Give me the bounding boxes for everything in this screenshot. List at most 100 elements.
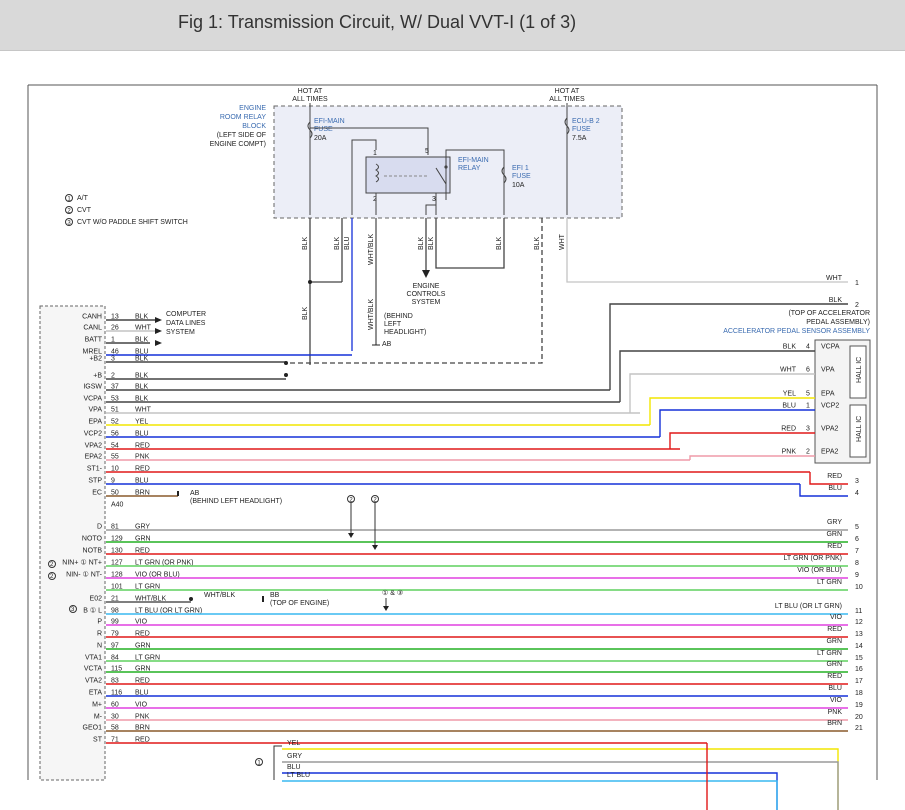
right-wire-label: GRY [827,519,842,526]
hot-left-1: HOT AT [298,88,323,95]
ecm-wire-label: RED [135,443,150,450]
right-wire-number: 12 [855,619,863,626]
vlabel-blk-310: BLK [302,236,309,250]
efi1-fuse-label-1: EFI 1 [512,165,529,172]
ecm-wire-label: WHT [135,407,152,414]
right-wire-number: 17 [855,678,863,685]
ground-bb-note: (TOP OF ENGINE) [270,600,329,607]
right-wire-label: GRN [826,638,842,645]
efi1-fuse-label-2: FUSE [512,173,531,180]
ecm-pin-name: VTA1 [85,655,102,662]
vlabel-blk-542: BLK [534,236,541,250]
headlight-note-2: LEFT [384,321,402,328]
legend-item-1: A/T [77,195,89,202]
node-b2 [284,361,288,365]
ecm-pin-name: M+ [92,702,102,709]
marker-2b-num: 2 [373,498,377,504]
ground-ab2-note: (BEHIND LEFT HEADLIGHT) [190,498,282,505]
pre-mark-b: 3 [71,607,75,613]
ecm-pin-number: 54 [111,443,119,450]
vwire-blk-542 [286,218,543,364]
pedal-pin-name: VPA2 [821,426,838,433]
marker-one-and-three: ① & ③ [382,589,403,597]
right-wire-number: 1 [855,280,859,287]
right-wire-number: 5 [855,524,859,531]
efi-main-fuse-label-2: FUSE [314,126,333,133]
ecm-pin-name: NOTB [83,548,103,555]
ecm-pin-number: 2 [111,373,115,380]
ecm-pin-number: 50 [111,490,119,497]
ecm-pin-name: NIN- ① NT- [66,571,102,579]
pedal-pin-name: EPA [821,391,835,398]
bottom-wire-label: LT BLU [287,772,310,779]
right-wire-label: GRN [826,531,842,538]
bottom-wire-label: GRY [287,753,302,760]
ecm-wire-label: LT GRN [135,584,160,591]
legend-mark-1-num: 1 [67,197,71,203]
ecm-wire-label: VIO [135,619,148,626]
ecm-pin-number: 21 [111,596,119,603]
efi-main-fuse-label-1: EFI-MAIN [314,118,345,125]
hot-left-2: ALL TIMES [292,96,328,103]
ecm-wire-label: WHT/BLK [135,596,166,603]
ecm-wire-label: PNK [135,714,150,721]
vwire-wht-567 [566,218,848,283]
ground-ab2-label: AB [190,490,200,497]
efi-main-relay-label-2: RELAY [458,165,481,172]
ecm-wire-label: GRN [135,536,151,543]
marker-2a [347,495,355,503]
ecm-pin-number: 13 [111,314,119,321]
right-wire-label: LT BLU (OR LT GRN) [775,603,842,610]
ecm-pin-number: 1 [111,337,115,344]
legend-mark-3 [65,218,73,226]
ecm-pin-name: IGSW [83,384,102,391]
ecm-pin-name: ETA [89,690,102,697]
ecm-pin-number: 53 [111,396,119,403]
vwire-blk-436 [435,218,505,269]
right-wire-number: 18 [855,690,863,697]
ecm-pin-number: 58 [111,725,119,732]
ecm-pin-number: 129 [111,536,123,543]
marker-2a-arrow [348,533,354,538]
ecm-wire-label: LT GRN [135,655,160,662]
right-wire-label: RED [827,473,842,480]
ecm-wire-label: BLK [135,337,149,344]
efi-main-relay-box [365,156,451,194]
ground-bb-label: BB [270,592,280,599]
right-wire-label: LT GRN [817,650,842,657]
pedal-wire-label: PNK [782,449,797,456]
pedal-pin-name: VCPA [821,344,840,351]
pedal-rows: VCPA4BLKVPA6WHTEPA5YELVCP21BLUVPA23REDEP… [619,344,840,460]
legend-item-2: CVT [77,207,92,214]
right-wire-label: BLU [828,485,842,492]
ecm-pin-number: 46 [111,349,119,356]
right-wire-number: 6 [855,536,859,543]
ecm-pin-name: NOTO [82,536,103,543]
engine-controls-1: ENGINE [413,283,440,290]
ecm-pin-number: 101 [111,584,123,591]
right-wire-number: 13 [855,631,863,638]
relay-coil [375,163,379,183]
ecm-pin-number: 51 [111,407,119,414]
pedal-title-1: (TOP OF ACCELERATOR [788,310,870,317]
vlabel-blk-504: BLK [496,236,503,250]
ecm-pin-name: NIN+ ① NT+ [62,559,102,567]
node-bb [189,597,193,601]
wire-red-3 [809,472,848,485]
ecm-pin-name: EPA2 [85,454,102,461]
right-wire-label: LT GRN [817,579,842,586]
efi1-fuse-label-3: 10A [512,182,525,189]
right-wire-number: 3 [855,478,859,485]
ecm-pin-number: 116 [111,690,122,697]
pedal-pin-name: VCP2 [821,403,839,410]
wire-blk-2 [609,303,848,390]
pedal-wire [649,397,815,425]
ecm-wire-label: BLK [135,373,149,380]
pedal-wire-label: BLU [782,403,796,410]
relay-pin-3: 3 [432,196,436,203]
relay-block-note-2: ENGINE COMPT) [210,141,266,148]
bottom-wire-label: BLU [287,764,301,771]
ecm-pin-name: CANL [83,325,102,332]
